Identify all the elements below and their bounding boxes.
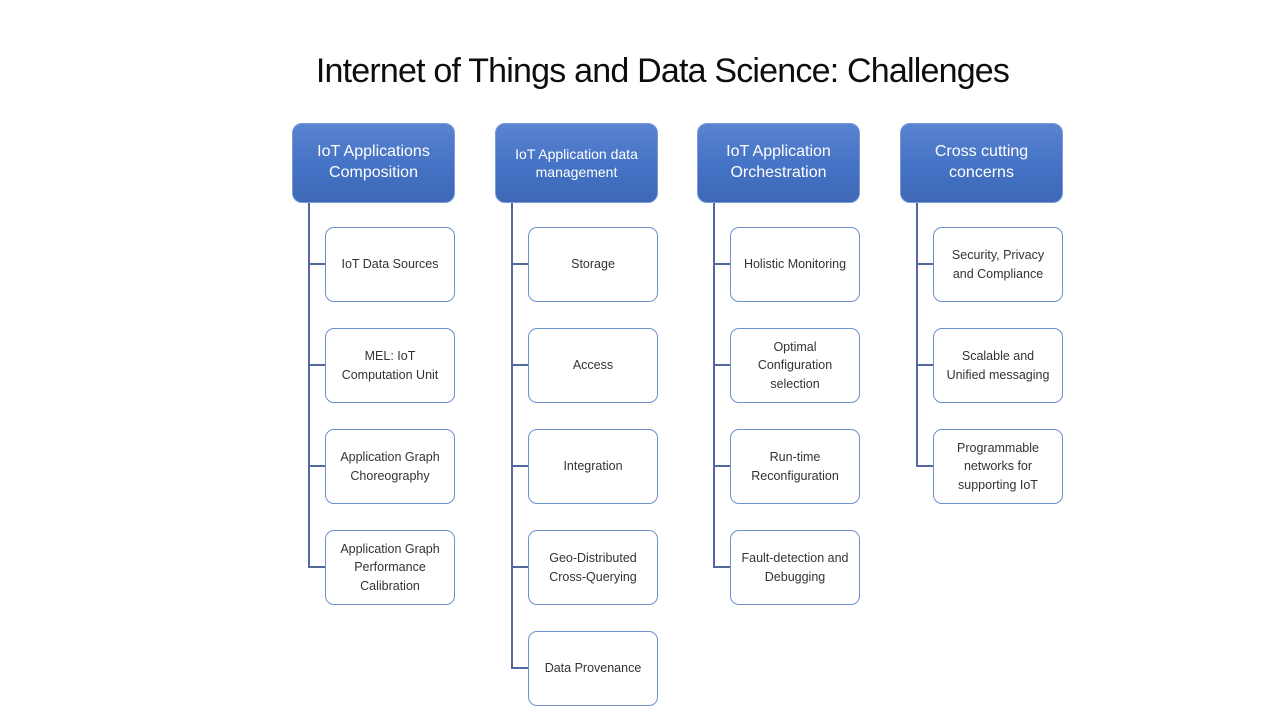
challenge-label: Programmable networks for supporting IoT xyxy=(957,441,1039,492)
challenge-box: Optimal Configuration selection xyxy=(730,328,860,403)
connector-vertical-line xyxy=(713,203,715,568)
connector-vertical-line xyxy=(916,203,918,467)
challenge-box: Run-time Reconfiguration xyxy=(730,429,860,504)
connector-stub xyxy=(511,364,529,366)
connector-stub xyxy=(713,364,731,366)
challenge-box: Geo-Distributed Cross-Querying xyxy=(528,530,658,605)
connector-stub xyxy=(511,263,529,265)
category-header-label: IoT Applications Composition xyxy=(317,143,430,181)
connector-vertical-line xyxy=(511,203,513,669)
category-header-box: IoT Applications Composition xyxy=(292,123,455,203)
connector-stub xyxy=(308,263,326,265)
challenge-label: IoT Data Sources xyxy=(341,257,439,272)
connector-stub xyxy=(511,566,529,568)
connector-stub xyxy=(308,465,326,467)
challenge-label: Application Graph Performance Calibratio… xyxy=(340,542,440,593)
challenge-box: Application Graph Choreography xyxy=(325,429,455,504)
challenge-label: Optimal Configuration selection xyxy=(757,340,833,391)
challenge-box: Holistic Monitoring xyxy=(730,227,860,302)
challenge-label: Run-time Reconfiguration xyxy=(751,450,839,483)
branch-column-applications-composition: IoT Applications Composition IoT Data So… xyxy=(292,123,455,713)
connector-stub xyxy=(916,465,934,467)
branch-column-cross-cutting: Cross cutting concerns Security, Privacy… xyxy=(900,123,1063,713)
category-header-box: IoT Application data management xyxy=(495,123,658,203)
branch-column-data-management: IoT Application data management Storage … xyxy=(495,123,658,713)
connector-stub xyxy=(308,364,326,366)
slide-title: Internet of Things and Data Science: Cha… xyxy=(315,52,1010,90)
challenge-label: MEL: IoT Computation Unit xyxy=(341,349,439,382)
challenge-box: Access xyxy=(528,328,658,403)
connector-stub xyxy=(511,465,529,467)
connector-stub xyxy=(713,263,731,265)
challenge-label: Geo-Distributed Cross-Querying xyxy=(549,551,637,584)
challenge-label: Application Graph Choreography xyxy=(340,450,440,483)
challenge-label: Data Provenance xyxy=(544,661,642,676)
challenge-label: Security, Privacy and Compliance xyxy=(951,248,1045,281)
challenge-label: Fault-detection and Debugging xyxy=(741,551,849,584)
category-header-box: IoT Application Orchestration xyxy=(697,123,860,203)
connector-vertical-line xyxy=(308,203,310,568)
challenge-label: Scalable and Unified messaging xyxy=(946,349,1050,382)
challenge-label: Access xyxy=(572,358,614,373)
challenge-box: MEL: IoT Computation Unit xyxy=(325,328,455,403)
challenge-label: Holistic Monitoring xyxy=(743,257,847,272)
challenge-box: Storage xyxy=(528,227,658,302)
challenge-box: Integration xyxy=(528,429,658,504)
connector-stub xyxy=(916,263,934,265)
challenge-box: Application Graph Performance Calibratio… xyxy=(325,530,455,605)
connector-stub xyxy=(916,364,934,366)
challenge-box: Programmable networks for supporting IoT xyxy=(933,429,1063,504)
connector-stub xyxy=(511,667,529,669)
connector-stub xyxy=(308,566,326,568)
category-header-label: Cross cutting concerns xyxy=(934,143,1029,181)
connector-stub xyxy=(713,566,731,568)
category-header-box: Cross cutting concerns xyxy=(900,123,1063,203)
challenge-label: Integration xyxy=(563,459,623,474)
branch-column-orchestration: IoT Application Orchestration Holistic M… xyxy=(697,123,860,713)
connector-stub xyxy=(713,465,731,467)
category-header-label: IoT Application Orchestration xyxy=(726,143,831,181)
category-header-label: IoT Application data management xyxy=(515,145,638,180)
challenge-box: Scalable and Unified messaging xyxy=(933,328,1063,403)
challenge-box: Fault-detection and Debugging xyxy=(730,530,860,605)
challenge-label: Storage xyxy=(571,257,615,272)
challenge-box: IoT Data Sources xyxy=(325,227,455,302)
challenge-box: Data Provenance xyxy=(528,631,658,706)
challenge-box: Security, Privacy and Compliance xyxy=(933,227,1063,302)
